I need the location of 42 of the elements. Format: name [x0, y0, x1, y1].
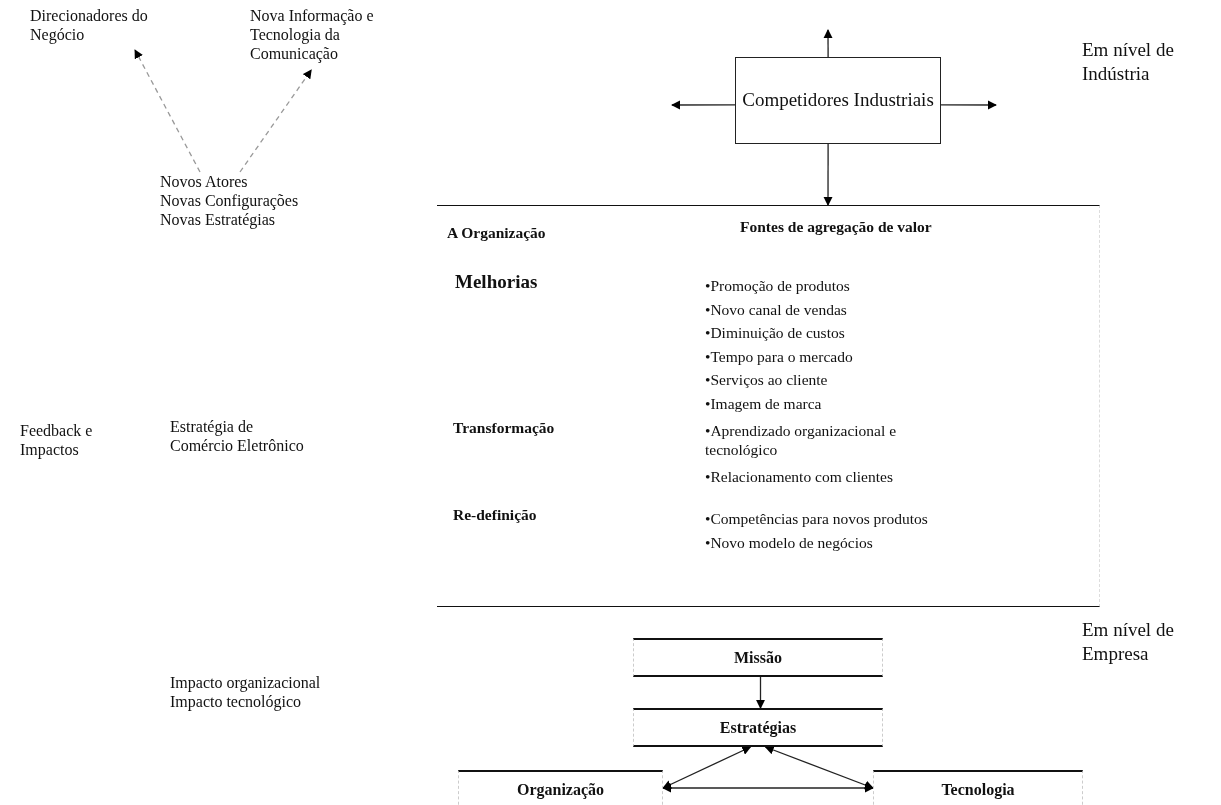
list-item: •Aprendizado organizacional e tecnológico: [705, 421, 898, 460]
technology-band: Tecnologia: [873, 770, 1083, 805]
arrow: [755, 676, 766, 709]
list-item: •Relacionamento com clientes: [705, 467, 894, 487]
arrow: [134, 49, 201, 173]
mission-band: Missão: [633, 638, 883, 677]
feedback-label: Feedback e Impactos: [20, 421, 94, 460]
arrow: [662, 783, 874, 793]
arrow: [662, 746, 752, 789]
list-item: Impacto tecnológico: [170, 692, 303, 712]
arrow: [823, 143, 833, 206]
row-heading: Melhorias: [455, 270, 539, 294]
list-item: •Imagem de marca: [705, 394, 823, 414]
list-item: •Novo modelo de negócios: [705, 533, 874, 553]
arrow: [239, 69, 312, 173]
organization-band: Organização: [458, 770, 663, 805]
competitors-box: Competidores Industriais: [735, 57, 941, 144]
list-item: Novas Configurações: [160, 191, 300, 211]
column-heading: Fontes de agregação de valor: [740, 218, 933, 237]
strategies-band: Estratégias: [633, 708, 883, 747]
driver-label: Direcionadores do Negócio: [30, 6, 149, 45]
list-item: Novas Estratégias: [160, 210, 277, 230]
column-heading: A Organização: [447, 224, 547, 243]
level-label: Em nível de Empresa: [1082, 618, 1175, 666]
list-item: •Novo canal de vendas: [705, 300, 848, 320]
list-item: •Diminuição de custos: [705, 323, 846, 343]
arrow: [823, 29, 833, 58]
list-item: •Promoção de produtos: [705, 276, 851, 296]
level-label: Em nível de Indústria: [1082, 38, 1175, 86]
list-item: •Tempo para o mercado: [705, 347, 854, 367]
row-heading: Transformação: [453, 418, 556, 438]
arrow: [671, 100, 736, 110]
arrow: [940, 100, 997, 110]
list-item: Impacto organizacional: [170, 673, 322, 693]
list-item: Novos Atores: [160, 172, 249, 192]
list-item: •Competências para novos produtos: [705, 509, 929, 529]
driver-label: Nova Informação e Tecnologia da Comunicação: [250, 6, 375, 64]
value-panel: [437, 205, 1100, 607]
arrow: [764, 745, 874, 790]
strategy-label: Estratégia de Comércio Eletrônico: [170, 417, 305, 456]
list-item: •Serviços ao cliente: [705, 370, 829, 390]
row-heading: Re-definição: [453, 505, 538, 525]
